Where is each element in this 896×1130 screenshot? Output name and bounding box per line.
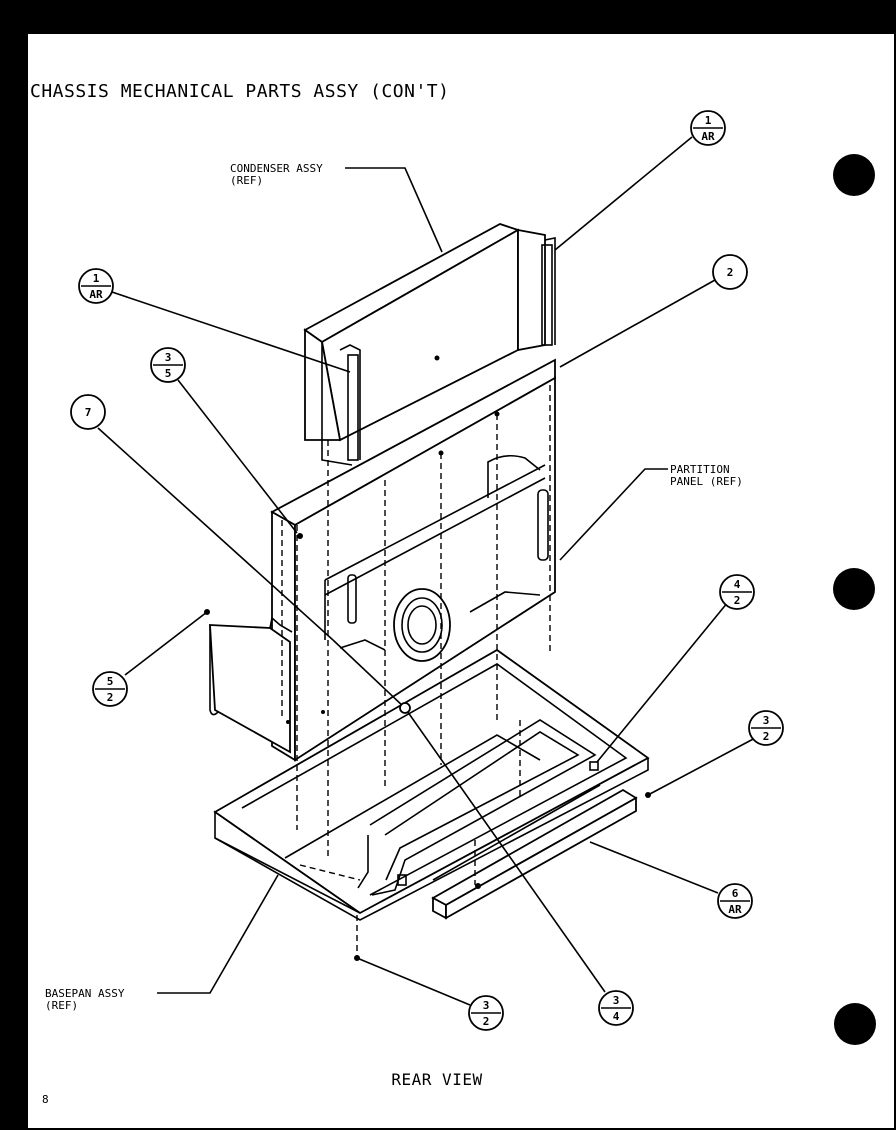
view-label: REAR VIEW <box>391 1070 482 1089</box>
bubble-3-2-right-qty: 2 <box>763 730 770 743</box>
front-rail-part <box>431 784 638 920</box>
bubble-2: 2 <box>712 254 748 290</box>
leader-lines <box>97 136 758 1006</box>
bubble-6-ar-number: 6 <box>732 887 739 900</box>
punch-hole-middle <box>833 568 875 610</box>
bubble-3-2-right: 3 2 <box>748 710 784 746</box>
basepan-assembly <box>213 648 650 921</box>
bubble-7-number: 7 <box>85 406 92 419</box>
page-number: 8 <box>42 1093 49 1106</box>
condenser-assy-label: CONDENSER ASSY <box>230 162 323 175</box>
bubble-3-5-number: 3 <box>165 351 172 364</box>
alignment-lines <box>281 385 551 958</box>
bubble-1-ar-left-qty: AR <box>89 288 103 301</box>
bubble-4-2: 4 2 <box>719 574 755 610</box>
bubble-1-ar-left-number: 1 <box>93 272 100 285</box>
bubble-1-ar-top-qty: AR <box>701 130 715 143</box>
bubble-2-number: 2 <box>727 266 734 279</box>
bubble-4-2-qty: 2 <box>734 594 741 607</box>
basepan-assy-label: BASEPAN ASSY <box>45 987 125 1000</box>
bubble-1-ar-left: 1 AR <box>78 268 114 304</box>
partition-panel-ref-label: PANEL (REF) <box>670 475 743 488</box>
condenser-part <box>303 223 556 466</box>
punch-hole-bottom <box>834 1003 876 1045</box>
bubble-5-2-number: 5 <box>107 675 114 688</box>
basepan-assy-ref-label: (REF) <box>45 999 78 1012</box>
bubble-1-ar-top-number: 1 <box>705 114 712 127</box>
bubble-5-2: 5 2 <box>92 671 128 707</box>
bubble-3-5: 3 5 <box>150 347 186 383</box>
bubble-3-4-number: 3 <box>613 994 620 1007</box>
bubble-3-5-qty: 5 <box>165 367 172 380</box>
partition-panel-label: PARTITION <box>670 463 730 476</box>
bubble-4-2-number: 4 <box>734 578 741 591</box>
condenser-assy-ref-label: (REF) <box>230 174 263 187</box>
side-bracket-part <box>209 616 325 754</box>
bubble-3-2-bottom-qty: 2 <box>483 1015 490 1028</box>
bubble-3-4-qty: 4 <box>613 1010 620 1023</box>
bubble-3-4: 3 4 <box>598 990 634 1026</box>
bubble-7: 7 <box>70 394 106 430</box>
bubble-3-2-bottom-number: 3 <box>483 999 490 1012</box>
bubble-5-2-qty: 2 <box>107 691 114 704</box>
bubble-1-ar-top: 1 AR <box>690 110 726 146</box>
punch-hole-top <box>833 154 875 196</box>
bubble-6-ar-qty: AR <box>728 903 742 916</box>
bubble-6-ar: 6 AR <box>717 883 753 919</box>
diagram-title: CHASSIS MECHANICAL PARTS ASSY (CON'T) <box>30 81 449 102</box>
bubble-3-2-bottom: 3 2 <box>468 995 504 1031</box>
bubble-3-2-right-number: 3 <box>763 714 770 727</box>
